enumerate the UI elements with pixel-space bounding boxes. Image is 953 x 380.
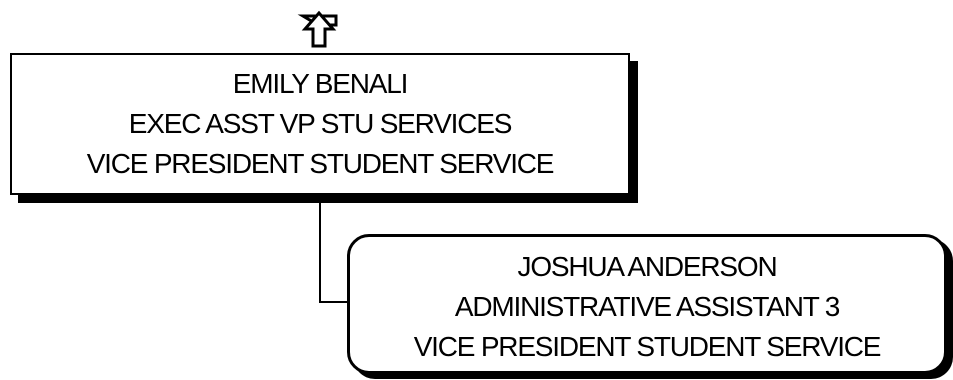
node-title: ADMINISTRATIVE ASSISTANT 3 <box>454 291 840 322</box>
node-name: EMILY BENALI <box>232 68 409 99</box>
up-arrow-icon[interactable] <box>297 10 338 48</box>
org-node-parent[interactable]: EMILY BENALI EXEC ASST VP STU SERVICES V… <box>10 53 630 195</box>
org-node-child[interactable]: JOSHUA ANDERSON ADMINISTRATIVE ASSISTANT… <box>347 234 947 374</box>
node-department: VICE PRESIDENT STUDENT SERVICE <box>86 148 555 179</box>
node-title: EXEC ASST VP STU SERVICES <box>128 108 513 139</box>
node-name: JOSHUA ANDERSON <box>517 251 778 282</box>
node-department: VICE PRESIDENT STUDENT SERVICE <box>413 331 882 362</box>
connector-line <box>319 201 347 303</box>
